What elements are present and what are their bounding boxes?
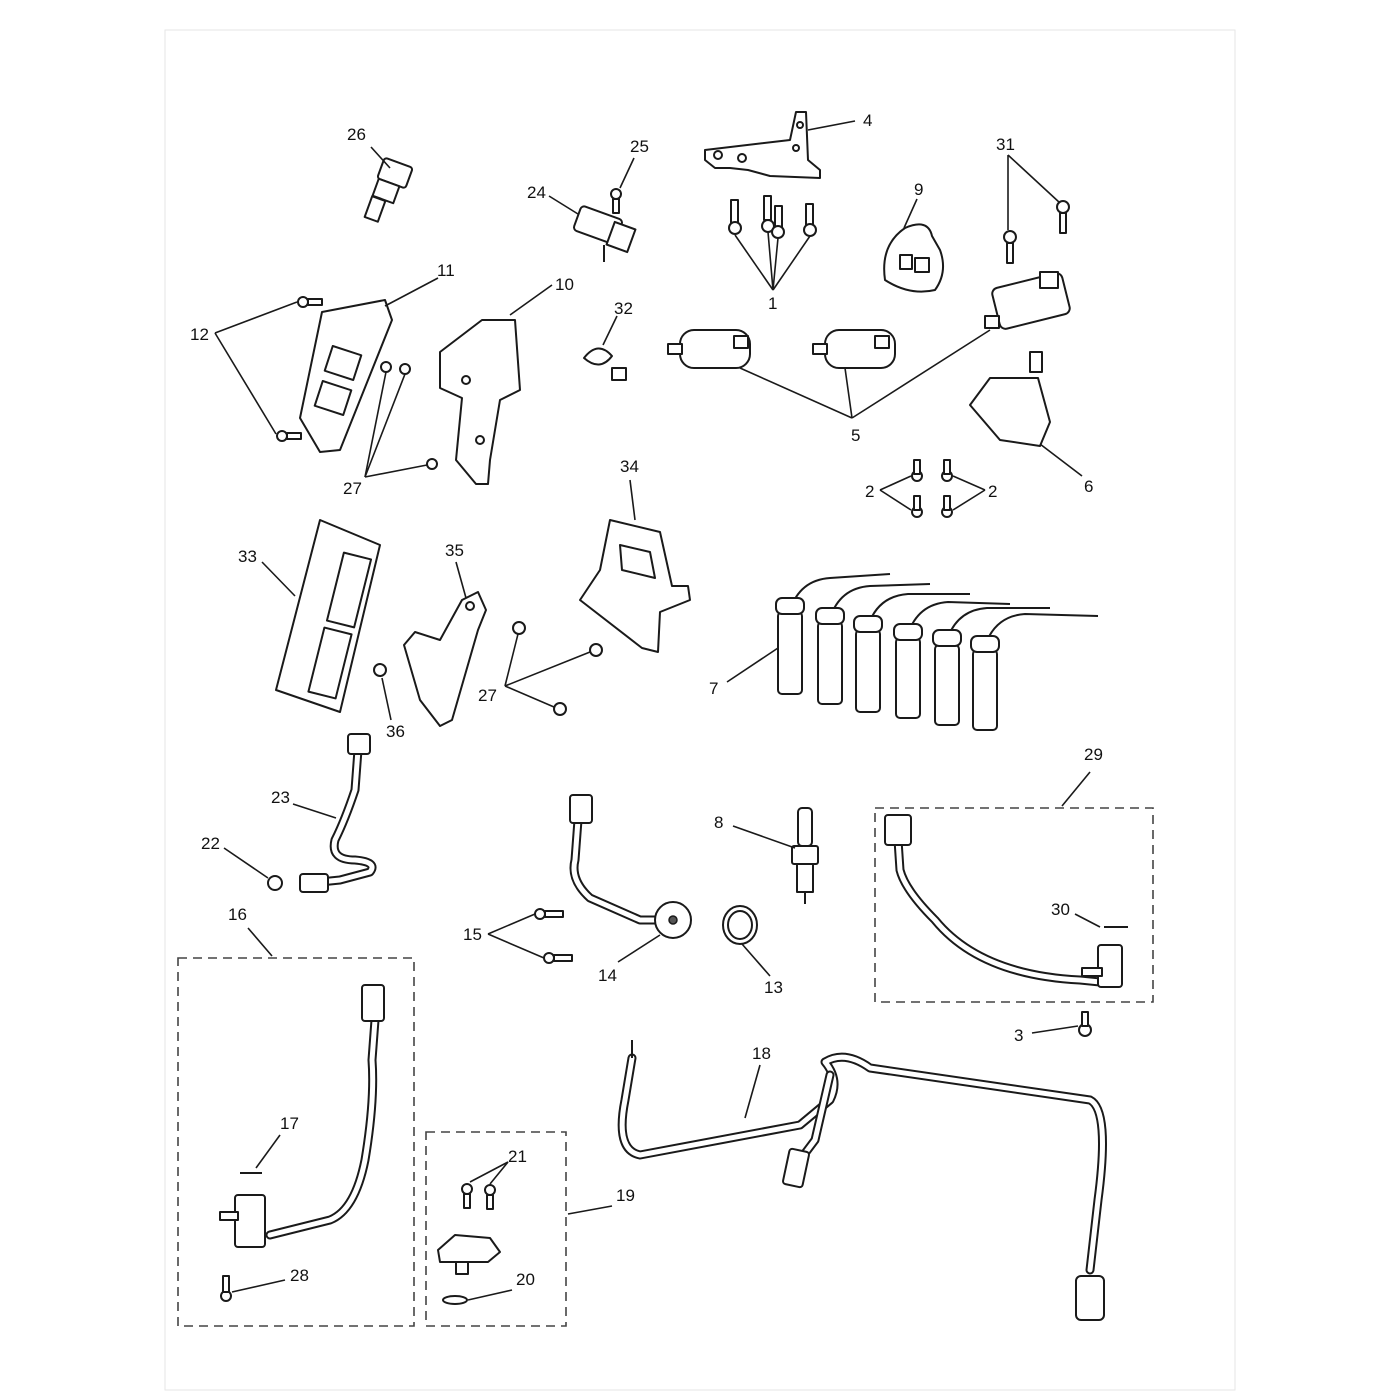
part-15-screws xyxy=(534,908,573,964)
callout-25: 25 xyxy=(630,137,649,156)
part-11-control-module xyxy=(299,299,393,453)
callout-5: 5 xyxy=(851,426,860,445)
part-2-bolts xyxy=(911,459,953,518)
part-4-bracket xyxy=(704,111,821,179)
part-16-sensor-with-lead xyxy=(219,984,385,1248)
part-9-cover-cap xyxy=(883,223,945,293)
part-12-screws xyxy=(276,296,323,442)
part-1-bolts xyxy=(728,195,817,239)
callout-7: 7 xyxy=(709,679,718,698)
group-box-29 xyxy=(874,807,1154,1003)
page-frame xyxy=(164,29,1236,1391)
callout-18: 18 xyxy=(752,1044,771,1063)
group-box-16 xyxy=(177,957,415,1327)
callout-30: 30 xyxy=(1051,900,1070,919)
part-13-o-ring xyxy=(722,905,758,945)
callout-9: 9 xyxy=(914,180,923,199)
callout-20: 20 xyxy=(516,1270,535,1289)
callout-15: 15 xyxy=(463,925,482,944)
part-35-bracket xyxy=(403,591,487,727)
callout-numbers: 26 25 24 4 31 9 1 11 10 12 32 5 6 27 2 2… xyxy=(190,111,1103,1289)
part-21-screws xyxy=(461,1183,496,1210)
callout-19: 19 xyxy=(616,1186,635,1205)
part-31-screws xyxy=(1003,200,1070,264)
part-26-pressure-sensor xyxy=(363,157,414,223)
part-14-sensor-with-lead xyxy=(569,794,692,939)
callout-31: 31 xyxy=(996,135,1015,154)
part-25-screw xyxy=(610,188,622,214)
callout-23: 23 xyxy=(271,788,290,807)
part-27-clips-lower xyxy=(512,621,603,716)
part-36-screw xyxy=(373,663,387,677)
part-20-sensor xyxy=(437,1234,501,1305)
callout-26: 26 xyxy=(347,125,366,144)
part-6-heat-shield xyxy=(969,351,1051,447)
part-28-screw xyxy=(220,1275,232,1302)
callout-16: 16 xyxy=(228,905,247,924)
callout-3: 3 xyxy=(1014,1026,1023,1045)
callout-14: 14 xyxy=(598,966,617,985)
callout-8: 8 xyxy=(714,813,723,832)
callout-12: 12 xyxy=(190,325,209,344)
callout-4: 4 xyxy=(863,111,872,130)
callout-34: 34 xyxy=(620,457,639,476)
part-8-spark-plug xyxy=(791,807,819,904)
part-33-ecu xyxy=(275,519,381,713)
callout-6: 6 xyxy=(1084,477,1093,496)
callout-1: 1 xyxy=(768,294,777,313)
callout-36: 36 xyxy=(386,722,405,741)
callout-22: 22 xyxy=(201,834,220,853)
part-34-bracket xyxy=(579,519,691,653)
part-29-sensor-with-lead xyxy=(884,814,1123,988)
callout-2-right: 2 xyxy=(988,482,997,501)
callout-24: 24 xyxy=(527,183,546,202)
callout-27-upper: 27 xyxy=(343,479,362,498)
part-23-sensor-with-lead xyxy=(299,733,377,893)
callout-21: 21 xyxy=(508,1147,527,1166)
callout-10: 10 xyxy=(555,275,574,294)
part-18-harness xyxy=(617,1040,1107,1321)
callout-27-lower: 27 xyxy=(478,686,497,705)
callout-2-left: 2 xyxy=(865,482,874,501)
part-22-o-ring xyxy=(267,875,283,891)
callout-11: 11 xyxy=(437,261,455,280)
callout-28: 28 xyxy=(290,1266,309,1285)
leader-lines xyxy=(214,120,1101,1301)
callout-33: 33 xyxy=(238,547,257,566)
part-32-clip xyxy=(583,347,627,381)
part-3-screw xyxy=(1078,1011,1092,1037)
callout-35: 35 xyxy=(445,541,464,560)
part-5-ignition-coils xyxy=(667,271,1071,369)
part-7-ht-leads xyxy=(775,573,1099,731)
callout-17: 17 xyxy=(280,1114,299,1133)
callout-13: 13 xyxy=(764,978,783,997)
group-box-19 xyxy=(425,1131,567,1327)
part-10-bracket xyxy=(439,319,521,485)
callout-29: 29 xyxy=(1084,745,1103,764)
callout-32: 32 xyxy=(614,299,633,318)
part-24-sensor xyxy=(573,205,637,262)
